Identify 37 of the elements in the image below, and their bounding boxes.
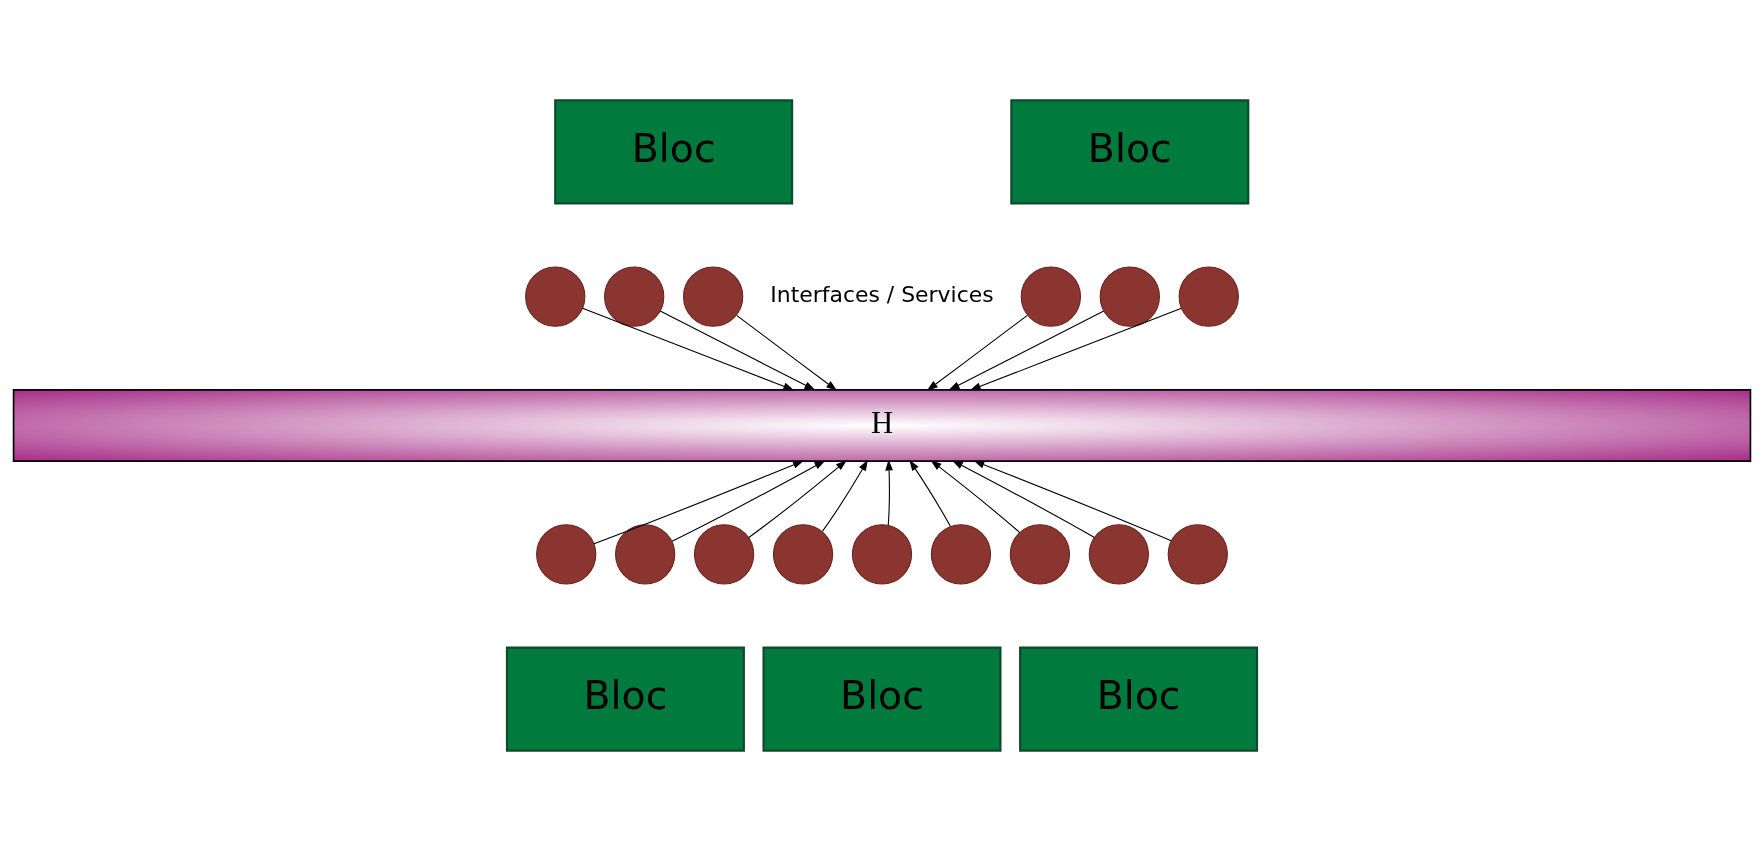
arrow (909, 459, 951, 527)
node-circle (604, 266, 665, 327)
arrow (930, 460, 1021, 534)
node-circle (525, 266, 586, 327)
node-circle (1088, 524, 1149, 585)
node-box: H (12, 389, 1752, 462)
node-circle (1167, 524, 1228, 585)
arrow (885, 459, 893, 526)
arrow (948, 310, 1105, 391)
arrow (973, 460, 1172, 542)
node-circle (1099, 266, 1160, 327)
arrow (736, 314, 838, 391)
label: Interfaces / Services (770, 282, 994, 308)
arrow (821, 459, 868, 532)
node-circle (851, 524, 913, 585)
arrow (671, 460, 826, 542)
node-box: Bloc (1019, 646, 1259, 752)
arrow (926, 314, 1028, 391)
arrow (951, 460, 1095, 539)
node-box: Bloc (554, 99, 794, 205)
node-circle (1020, 266, 1081, 327)
node-box: Bloc (505, 646, 745, 752)
node-circle (930, 524, 992, 585)
arrow (969, 307, 1182, 391)
node-circle (1009, 524, 1071, 585)
arrow (659, 310, 816, 391)
node-circle (1178, 266, 1239, 327)
node-box: Bloc (762, 646, 1002, 752)
node-circle (536, 524, 597, 585)
node-circle (772, 524, 834, 585)
node-circle (615, 524, 676, 585)
arrow (582, 307, 795, 391)
node-circle (693, 524, 755, 585)
node-box: Bloc (1010, 99, 1250, 205)
arrow (593, 460, 804, 545)
node-circle (683, 266, 744, 327)
arrow (748, 460, 847, 539)
